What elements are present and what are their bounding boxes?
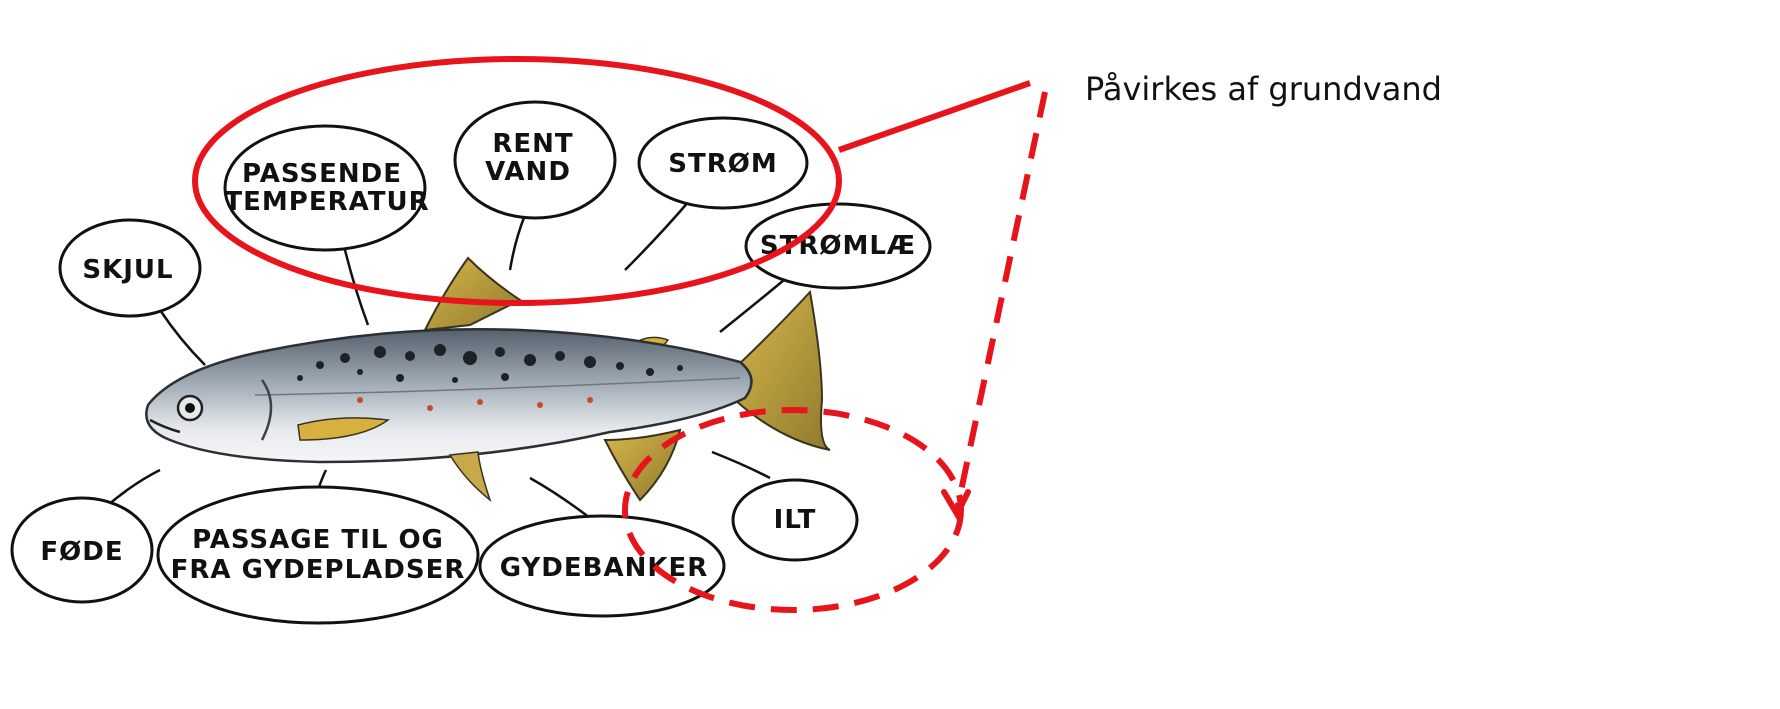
- pelvic-fin: [450, 452, 490, 500]
- strom-pointer: [625, 200, 690, 270]
- rent-vand-label-line1: RENT: [492, 129, 573, 159]
- trout-illustration: [146, 258, 830, 500]
- fode-label: FØDE: [40, 537, 123, 567]
- gydebanker-pointer: [530, 478, 590, 518]
- highlight-connector-dashed: [957, 92, 1045, 510]
- ilt-label: ILT: [774, 505, 817, 535]
- dorsal-fin: [425, 258, 520, 330]
- skjul-pointer: [160, 310, 205, 365]
- passage-label-line1: PASSAGE TIL OG: [192, 525, 444, 555]
- highlight-connector-solid: [839, 83, 1030, 150]
- rent-vand-pointer: [510, 215, 525, 270]
- gydebanker-label: GYDEBANKER: [500, 553, 709, 583]
- caption-text: Påvirkes af grundvand: [1085, 70, 1442, 108]
- strom-label: STRØM: [668, 149, 777, 179]
- rent-vand-label-line2: VAND: [485, 157, 571, 187]
- passage-label-line2: FRA GYDEPLADSER: [171, 555, 466, 585]
- skjul-label: SKJUL: [82, 255, 173, 285]
- temperatur-label-line2: TEMPERATUR: [224, 187, 429, 217]
- pupil: [185, 403, 195, 413]
- ilt-pointer: [712, 452, 770, 478]
- stromlae-label: STRØMLÆ: [760, 231, 916, 261]
- temperatur-label-line1: PASSENDE: [242, 159, 402, 189]
